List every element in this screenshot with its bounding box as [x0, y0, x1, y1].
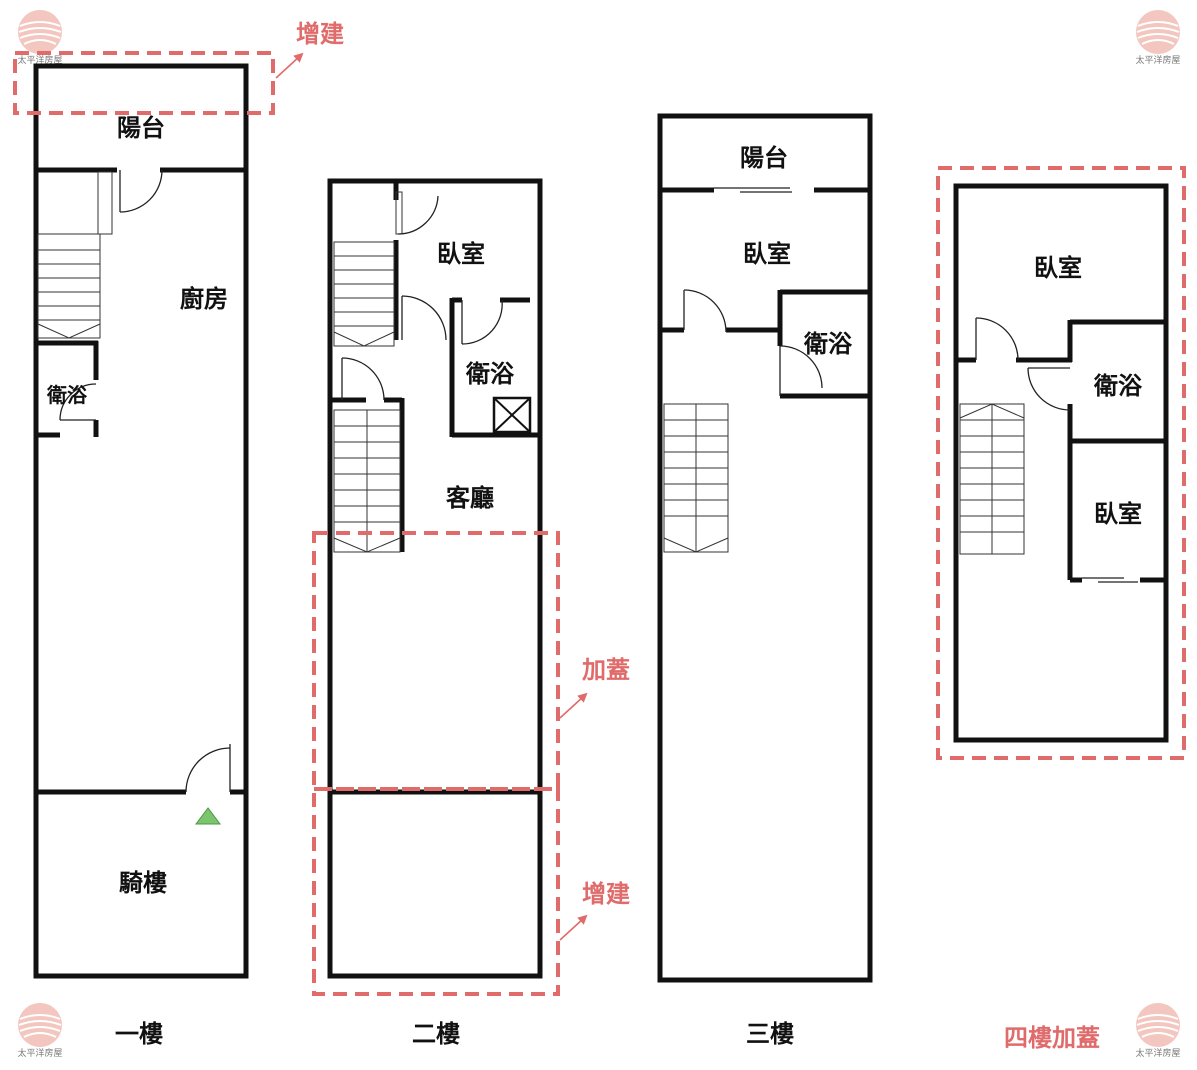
- brand-logo-top-left: 太平洋房屋: [17, 9, 63, 66]
- floor-4-plan: 臥室 衛浴 臥室 四樓加蓋: [936, 166, 1186, 1052]
- brand-logo-bottom-left: 太平洋房屋: [17, 1002, 63, 1059]
- brand-logo-bottom-right: 太平洋房屋: [1135, 1002, 1181, 1059]
- floor-3-bathroom-label: 衛浴: [803, 330, 853, 358]
- floor-1-plan: 增建 陽台 廚房 衛浴 騎樓 一樓: [13, 20, 344, 1048]
- floor-2-extension-label: 增建: [582, 880, 630, 908]
- floor-4-bedroom-label: 臥室: [1034, 254, 1082, 282]
- brand-name: 太平洋房屋: [1135, 54, 1180, 66]
- floor-3-balcony-label: 陽台: [740, 144, 788, 172]
- floor-2-bathroom-label: 衛浴: [465, 360, 515, 388]
- floor-2-addition-label: 加蓋: [582, 656, 630, 684]
- floor-1-balcony-label: 陽台: [117, 114, 165, 142]
- brand-logo-top-right: 太平洋房屋: [1135, 9, 1181, 66]
- floor-4-second-bedroom-label: 臥室: [1094, 500, 1142, 528]
- floor-2-living-room-label: 客廳: [446, 484, 494, 512]
- brand-name: 太平洋房屋: [17, 54, 62, 66]
- floor-4-bathroom-label: 衛浴: [1093, 372, 1143, 400]
- floor-2-bedroom-label: 臥室: [437, 240, 485, 268]
- floor-3-plan: 陽台 臥室 衛浴 三樓: [657, 113, 873, 1048]
- brand-name: 太平洋房屋: [17, 1047, 62, 1059]
- floor-1-bathroom-label: 衛浴: [46, 383, 88, 407]
- floor-2-title: 二樓: [412, 1020, 460, 1048]
- floor-3-title: 三樓: [746, 1020, 794, 1048]
- floor-3-bedroom-label: 臥室: [743, 240, 791, 268]
- floor-2-plan: 加蓋 增建 臥室 衛浴 客廳 二樓: [312, 178, 630, 1048]
- floor-1-extension-label: 增建: [296, 20, 344, 48]
- floor-1-kitchen-label: 廚房: [180, 285, 228, 313]
- floor-1-arcade-label: 騎樓: [119, 869, 167, 897]
- floor-1-title: 一樓: [115, 1020, 163, 1048]
- floor-4-title: 四樓加蓋: [1004, 1024, 1100, 1052]
- brand-name: 太平洋房屋: [1135, 1047, 1180, 1059]
